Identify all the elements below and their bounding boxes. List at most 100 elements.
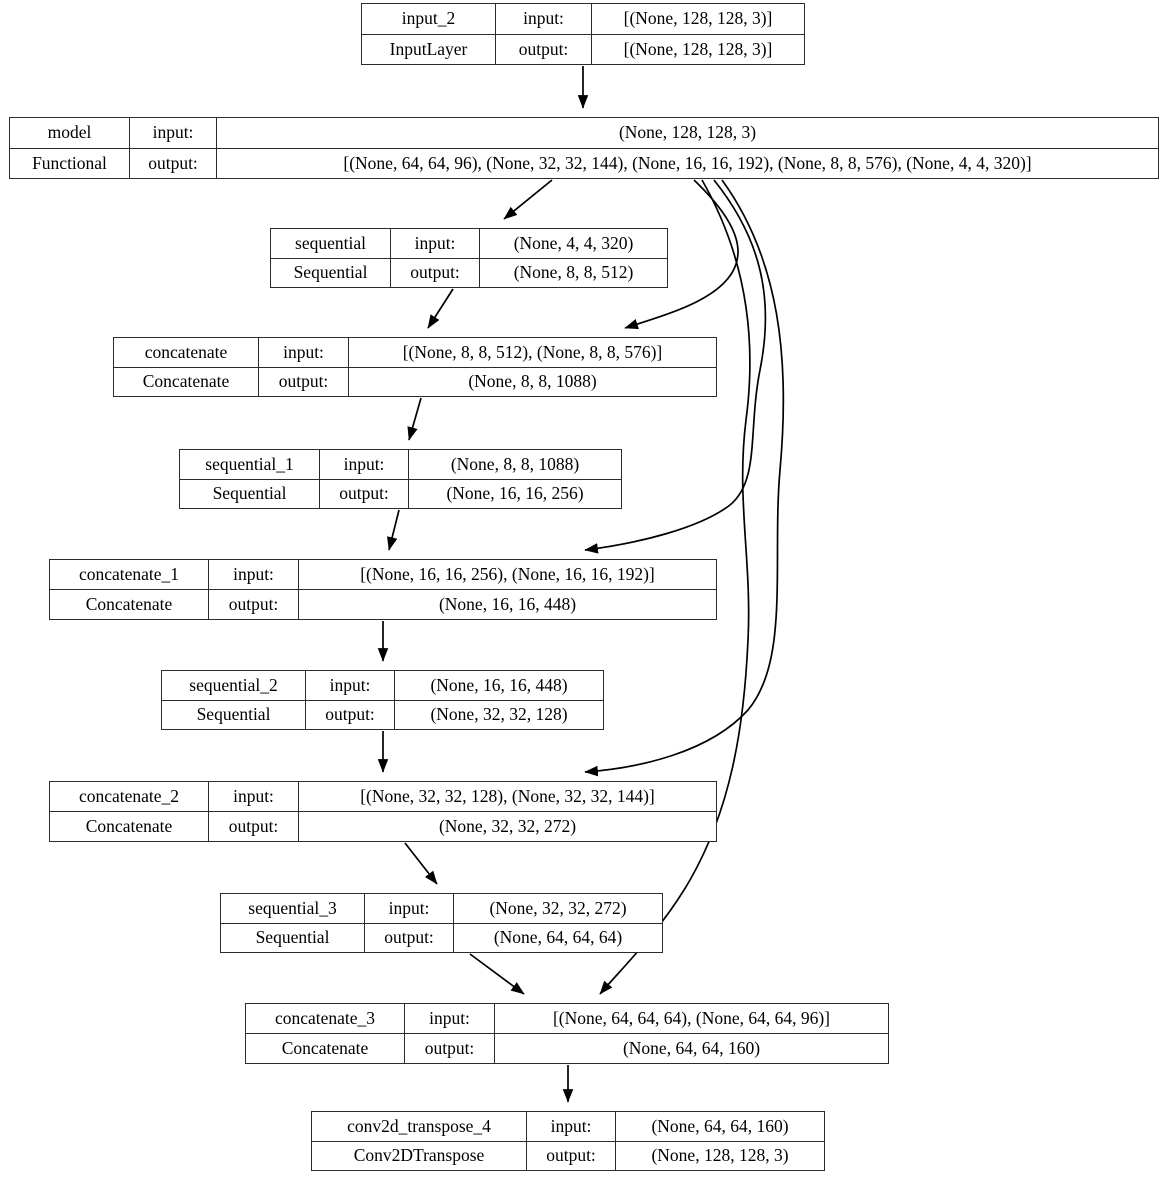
- node-sequential_1-input-label: input:: [320, 450, 409, 479]
- node-concatenate_3-output-label: output:: [405, 1034, 495, 1063]
- node-model-input-shape: (None, 128, 128, 3): [618, 122, 757, 142]
- node-sequential_1-output-label: output:: [320, 479, 409, 508]
- node-concatenate-layer-name: concatenate: [114, 338, 259, 367]
- node-model-layer-name: model: [10, 118, 130, 148]
- edge-model-to-sequential: [503, 179, 553, 220]
- node-concatenate_1-input-shape: [(None, 16, 16, 256), (None, 16, 16, 192…: [360, 563, 655, 584]
- node-input_2-layer-class: InputLayer: [362, 34, 496, 64]
- node-input_2-output-label: output:: [496, 34, 592, 64]
- node-concatenate-input-shape: [(None, 8, 8, 512), (None, 8, 8, 576)]: [402, 341, 663, 362]
- node-sequential-input-shape: (None, 4, 4, 320): [513, 232, 634, 253]
- node-conv2d_transpose_4-output-label: output:: [527, 1141, 616, 1170]
- node-model-layer-class: Functional: [10, 148, 130, 178]
- node-concatenate_1-layer-name: concatenate_1: [50, 560, 209, 589]
- node-concatenate_2-layer-name: concatenate_2: [50, 782, 209, 811]
- node-sequential_3-output-label: output:: [365, 923, 454, 952]
- node-input_2-layer-name: input_2: [362, 4, 496, 34]
- node-sequential_3-layer-name: sequential_3: [221, 894, 365, 923]
- node-model-output-label: output:: [130, 148, 217, 178]
- node-sequential_2-input-label: input:: [306, 671, 395, 700]
- node-sequential_3-output-shape: (None, 64, 64, 64): [493, 927, 623, 947]
- node-concatenate-input-label: input:: [259, 338, 349, 367]
- node-sequential_3-layer-class: Sequential: [221, 923, 365, 952]
- node-concatenate_2-input-label: input:: [209, 782, 299, 811]
- node-sequential_3-input-shape: (None, 32, 32, 272): [489, 897, 627, 918]
- node-concatenate_1-layer-class: Concatenate: [50, 590, 209, 619]
- node-sequential-layer-name: sequential: [271, 229, 391, 258]
- node-input_2-input-shape: [(None, 128, 128, 3)]: [623, 8, 773, 28]
- node-sequential_1-layer-name: sequential_1: [180, 450, 320, 479]
- node-concatenate_3-input-label: input:: [405, 1004, 495, 1033]
- node-sequential_1-layer-class: Sequential: [180, 479, 320, 508]
- node-conv2d_transpose_4-output-shape: (None, 128, 128, 3): [651, 1145, 789, 1165]
- node-sequential_1-output-shape: (None, 16, 16, 256): [446, 483, 584, 503]
- edge-sequential-to-concatenate: [427, 288, 454, 329]
- node-concatenate_1-output-label: output:: [209, 590, 299, 619]
- edge-concatenate2-to-sequential3: [404, 842, 438, 885]
- node-concatenate_2-layer-class: Concatenate: [50, 812, 209, 841]
- node-conv2d_transpose_4-layer-class: Conv2DTranspose: [312, 1141, 527, 1170]
- node-model-input-label: input:: [130, 118, 217, 148]
- node-concatenate-output-shape: (None, 8, 8, 1088): [468, 371, 597, 391]
- node-concatenate_1-input-label: input:: [209, 560, 299, 589]
- node-model-output-shape: [(None, 64, 64, 96), (None, 32, 32, 144)…: [343, 152, 1032, 173]
- node-sequential-output-shape: (None, 8, 8, 512): [513, 262, 634, 282]
- node-sequential_2-input-shape: (None, 16, 16, 448): [430, 674, 568, 695]
- node-sequential_3-input-label: input:: [365, 894, 454, 923]
- node-concatenate_2-output-shape: (None, 32, 32, 272): [438, 815, 577, 836]
- node-sequential-layer-class: Sequential: [271, 258, 391, 287]
- node-concatenate_3-input-shape: [(None, 64, 64, 64), (None, 64, 64, 96)]: [552, 1007, 831, 1028]
- node-sequential_2-layer-class: Sequential: [162, 700, 306, 729]
- node-conv2d_transpose_4-layer-name: conv2d_transpose_4: [312, 1112, 527, 1141]
- node-input_2-input-label: input:: [496, 4, 592, 34]
- edge-sequential3-to-concatenate3: [469, 953, 525, 995]
- node-concatenate_1-output-shape: (None, 16, 16, 448): [438, 593, 577, 614]
- node-sequential-output-label: output:: [391, 258, 480, 287]
- edge-sequential1-to-concatenate1: [387, 509, 400, 551]
- node-sequential_2-output-shape: (None, 32, 32, 128): [430, 704, 568, 724]
- node-concatenate-layer-class: Concatenate: [114, 367, 259, 396]
- node-concatenate_2-input-shape: [(None, 32, 32, 128), (None, 32, 32, 144…: [360, 785, 655, 806]
- node-sequential-input-label: input:: [391, 229, 480, 258]
- node-concatenate_3-output-shape: (None, 64, 64, 160): [622, 1037, 761, 1058]
- node-conv2d_transpose_4-input-shape: (None, 64, 64, 160): [651, 1115, 789, 1136]
- node-concatenate-output-label: output:: [259, 367, 349, 396]
- edge-concatenate-to-sequential1: [407, 397, 422, 441]
- node-conv2d_transpose_4-input-label: input:: [527, 1112, 616, 1141]
- node-concatenate_2-output-label: output:: [209, 812, 299, 841]
- node-input_2-output-shape: [(None, 128, 128, 3)]: [623, 38, 773, 59]
